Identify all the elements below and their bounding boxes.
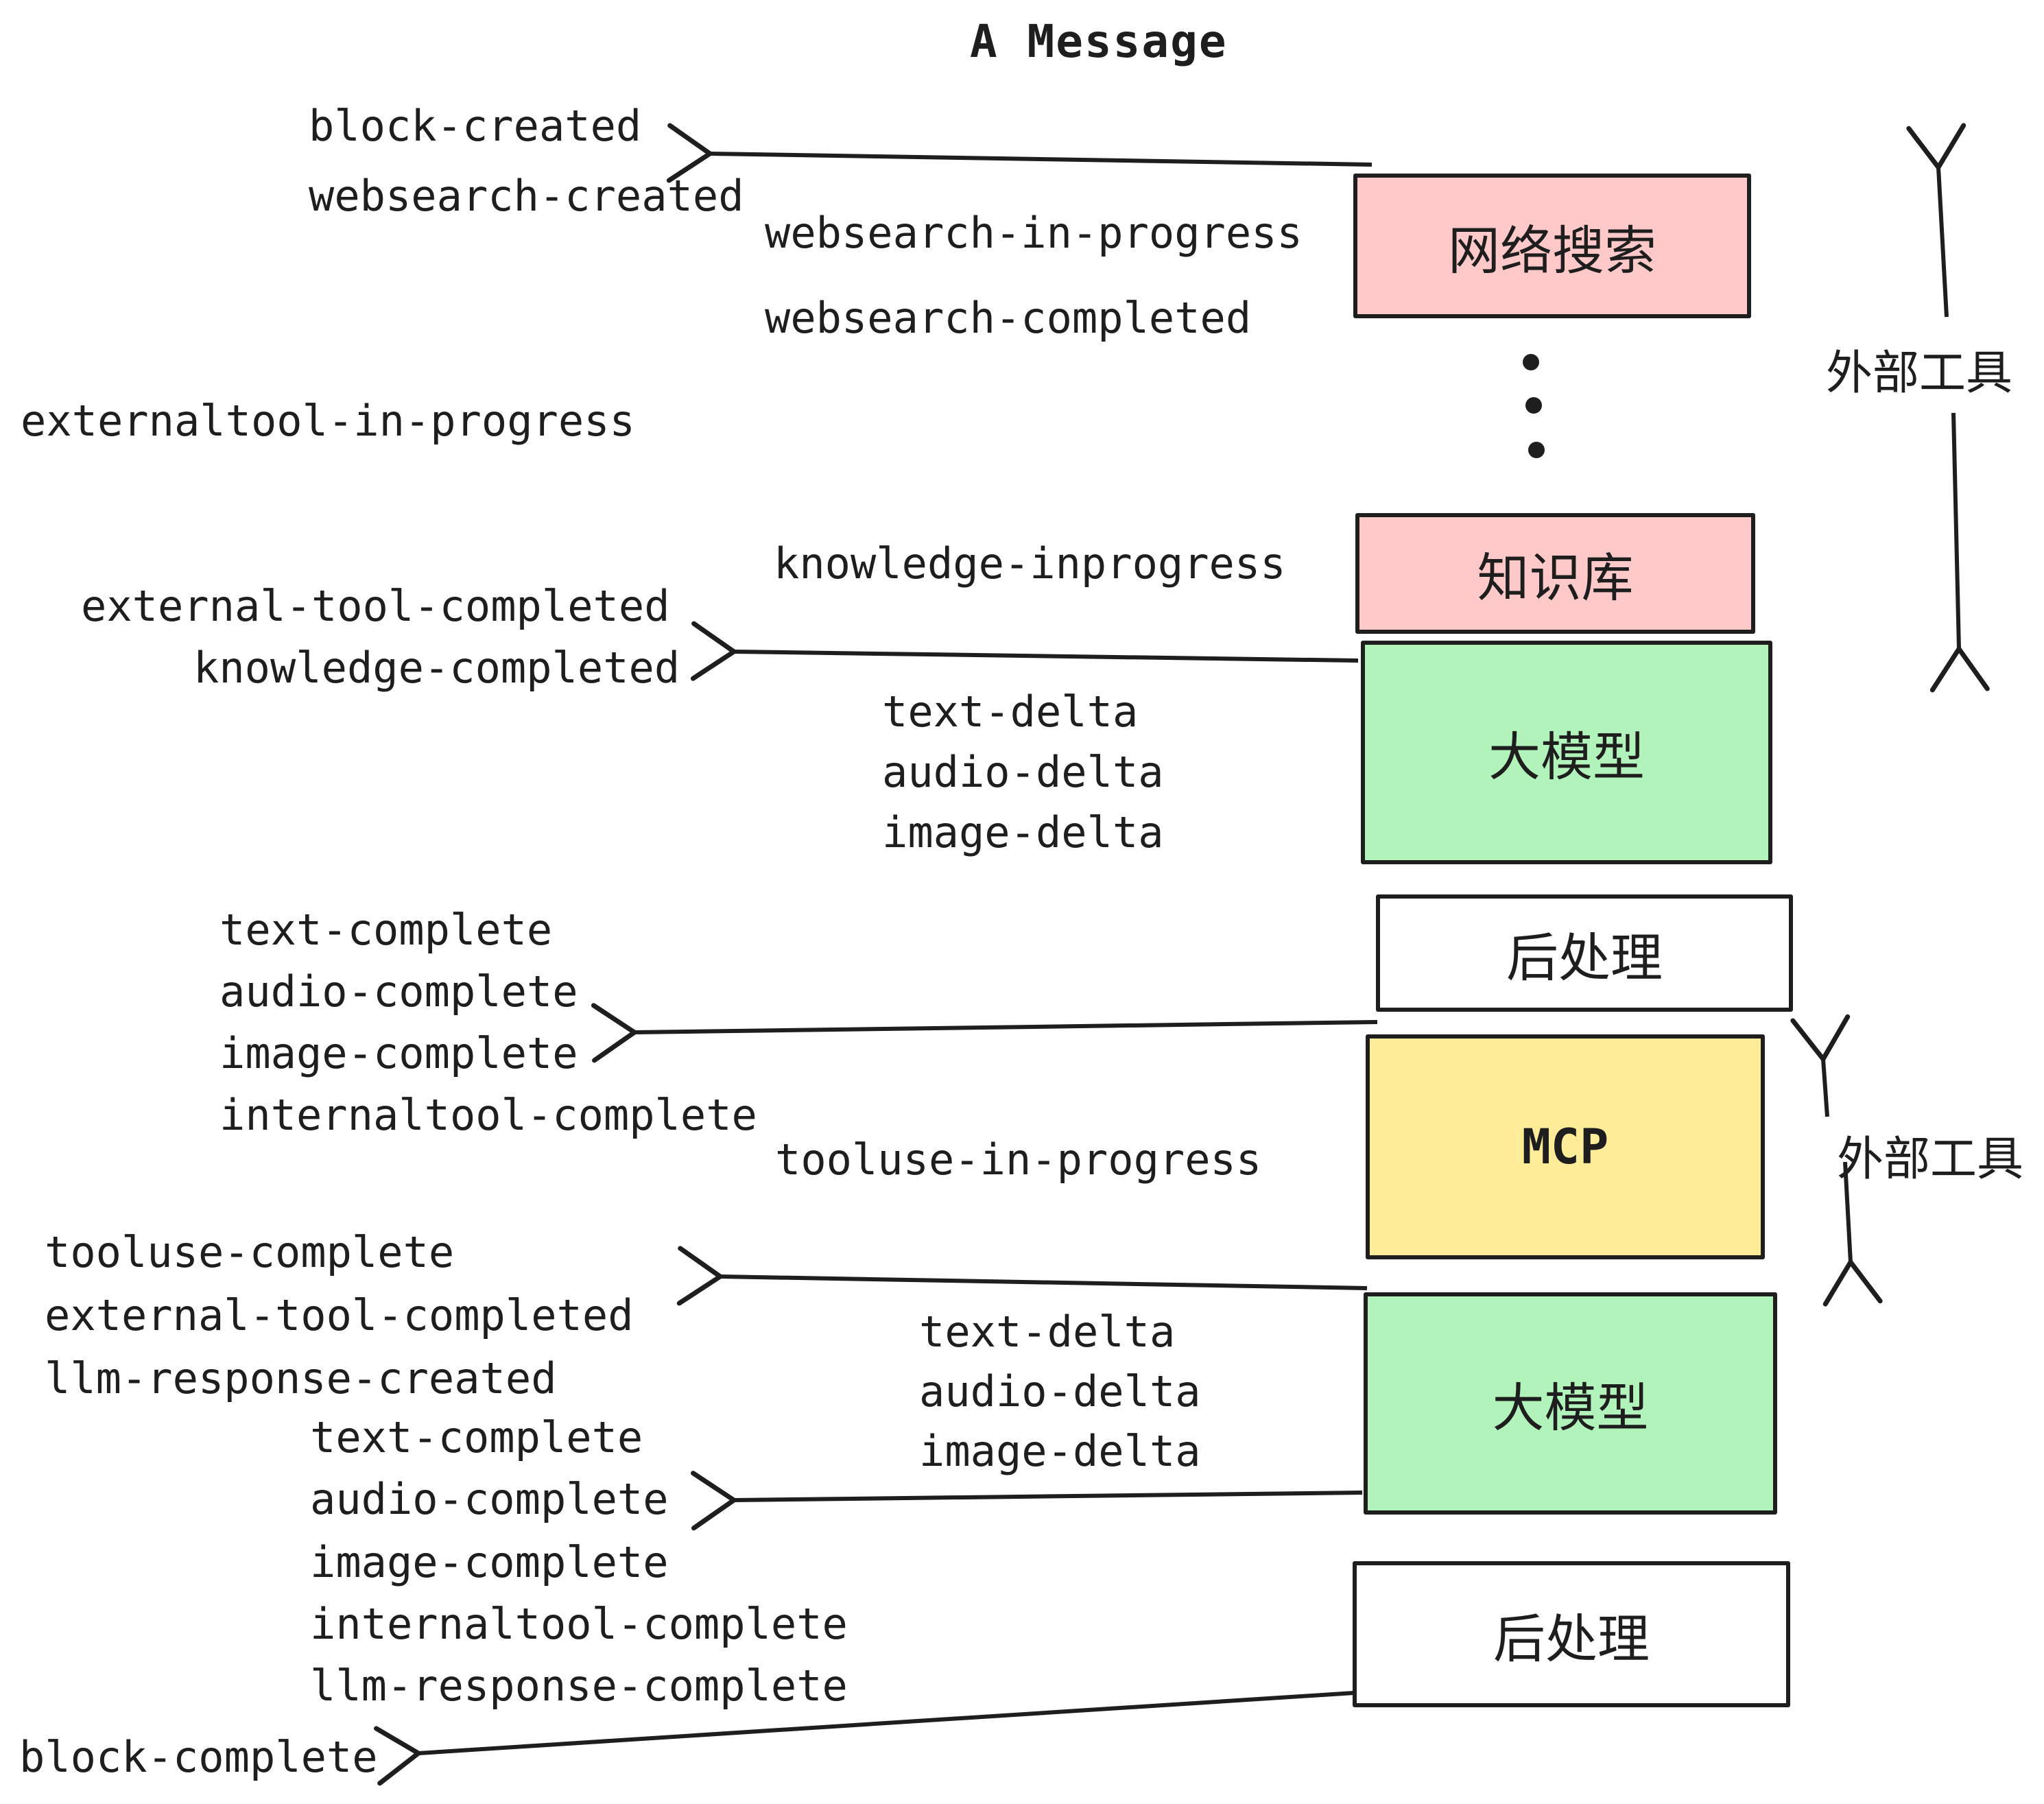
event-websearch-created: websearch-created <box>309 171 744 221</box>
llm-box-2: 大模型 <box>1364 1292 1777 1515</box>
event-websearch-in-progress: websearch-in-progress <box>765 208 1303 258</box>
event-image-complete-2: image-complete <box>310 1537 669 1587</box>
external-tools-top-down-arrow <box>1929 412 1990 693</box>
event-externaltool-in-progress: externaltool-in-progress <box>21 396 635 446</box>
arrow-knowledge-to-knowledge-completed <box>690 621 1359 681</box>
event-text-delta-2: text-delta <box>919 1307 1176 1357</box>
websearch-box: 网络搜索 <box>1353 174 1751 318</box>
event-internaltool-complete-2: internaltool-complete <box>310 1599 848 1649</box>
event-text-complete-2: text-complete <box>310 1412 643 1462</box>
event-image-delta-2: image-delta <box>919 1426 1201 1476</box>
event-llm-response-complete: llm-response-complete <box>310 1661 848 1711</box>
event-audio-complete-2: audio-complete <box>310 1474 669 1524</box>
llm-box-1: 大模型 <box>1361 641 1772 864</box>
event-tooluse-complete: tooluse-complete <box>45 1227 455 1277</box>
external-tools-mid-up-arrow <box>1790 1014 1851 1117</box>
arrow-post1-to-image-complete <box>591 1003 1378 1063</box>
external-tools-top-up-arrow <box>1906 123 1966 318</box>
event-block-complete: block-complete <box>19 1732 378 1782</box>
event-internaltool-complete-1: internaltool-complete <box>219 1090 757 1140</box>
postprocess-box-1: 后处理 <box>1376 894 1793 1012</box>
external-tools-mid-down-arrow <box>1822 1161 1883 1307</box>
event-image-complete-1: image-complete <box>219 1028 578 1078</box>
event-tooluse-in-progress: tooluse-in-progress <box>775 1135 1262 1185</box>
knowledge-box: 知识库 <box>1355 513 1755 634</box>
postprocess-box-2: 后处理 <box>1353 1561 1790 1707</box>
event-block-created: block-created <box>309 101 642 151</box>
diagram-title: A Message <box>970 15 1228 68</box>
external-tools-label-mid: 外部工具 <box>1837 1132 2024 1187</box>
arrow-llm2-to-audio-complete <box>691 1471 1363 1531</box>
event-knowledge-inprogress: knowledge-inprogress <box>774 538 1286 589</box>
event-llm-response-created: llm-response-created <box>45 1353 557 1403</box>
event-text-complete-1: text-complete <box>219 905 553 955</box>
event-text-delta-1: text-delta <box>882 687 1139 737</box>
mcp-box: MCP <box>1366 1034 1765 1259</box>
event-audio-delta-2: audio-delta <box>919 1366 1201 1416</box>
event-audio-complete-1: audio-complete <box>219 966 578 1017</box>
event-audio-delta-1: audio-delta <box>882 747 1164 797</box>
arrow-post2-to-block-complete <box>374 1691 1355 1786</box>
external-tools-label-top: 外部工具 <box>1826 346 2013 401</box>
arrow-mcp-to-tooluse-complete <box>676 1246 1368 1306</box>
arrow-websearch-to-block-created <box>666 123 1372 183</box>
event-websearch-completed: websearch-completed <box>765 293 1252 343</box>
event-external-tool-completed-2: external-tool-completed <box>45 1290 634 1340</box>
event-external-tool-completed-1: external-tool-completed <box>81 581 670 631</box>
event-image-delta-1: image-delta <box>882 807 1164 857</box>
ellipsis-dots-icon <box>1523 354 1545 458</box>
event-knowledge-completed: knowledge-completed <box>193 643 680 693</box>
